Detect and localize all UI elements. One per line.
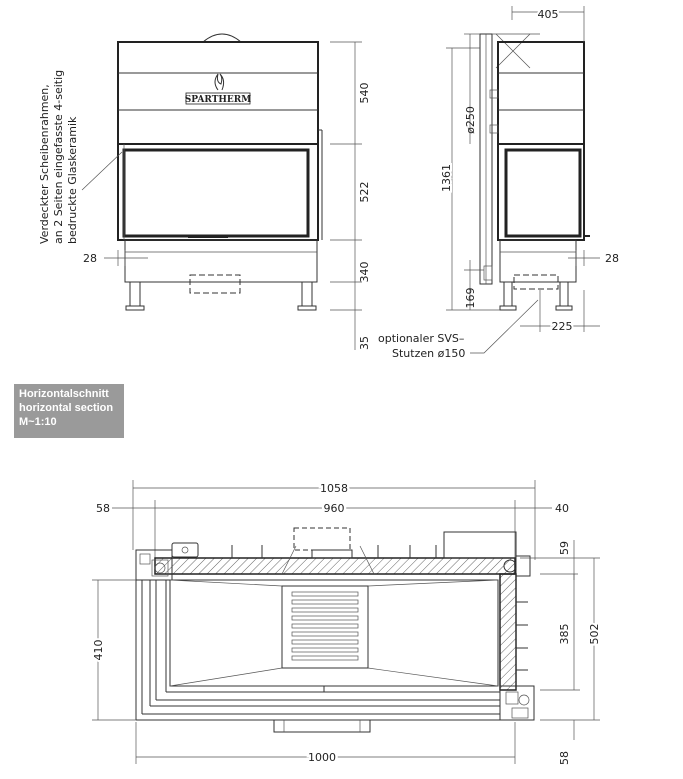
dim-540: 540: [358, 83, 371, 104]
convection-outlet-dashed: [189, 274, 241, 294]
dim-58-bottom: 58: [558, 751, 571, 765]
dim-28-front: 28: [83, 252, 97, 265]
side-firebox: [497, 143, 585, 241]
dim-35: 35: [358, 336, 371, 350]
firebox-frame: [117, 143, 319, 241]
dim-225: 225: [552, 320, 573, 333]
side-hood: [497, 41, 585, 145]
right-leg: [301, 281, 313, 307]
grate: [281, 585, 369, 669]
dim-40: 40: [555, 502, 569, 515]
section-label-de: Horizontalschnitt: [19, 388, 109, 400]
brand-plate: [185, 92, 251, 105]
dim-385: 385: [558, 624, 571, 645]
section-label-box: Horizontalschnitt horizontal section M~1…: [14, 384, 124, 438]
dim-28-side: 28: [605, 252, 619, 265]
dim-1361: 1361: [440, 164, 453, 192]
note-leader: [81, 151, 123, 191]
dim-502: 502: [588, 624, 601, 645]
brand-logo-text: SPARTHERM: [185, 95, 251, 105]
note-svs-line1: optionaler SVS–: [378, 332, 464, 345]
dim-522: 522: [358, 182, 371, 203]
wall-studs: [171, 531, 531, 577]
dim-59: 59: [558, 541, 571, 555]
dim-58-left: 58: [96, 502, 110, 515]
base-box: [124, 239, 318, 283]
left-foot: [125, 305, 145, 311]
left-corner-post: [135, 549, 173, 581]
front-view: SPARTHERM 540 522 340 35 28 V: [38, 33, 371, 350]
section-label-en: horizontal section: [19, 402, 114, 414]
note-frame-line2: an 2 Seiten eingefasste 4-seitig: [52, 70, 65, 244]
right-corner-post: [499, 685, 535, 721]
dim-1058: 1058: [320, 482, 348, 495]
rear-wall-hatched: [154, 557, 516, 575]
side-studs: [516, 601, 528, 671]
dim-405: 405: [538, 8, 559, 21]
note-svs-line2: Stutzen ø150: [392, 347, 465, 360]
dim-960: 960: [324, 502, 345, 515]
top-outlet-dashed: [293, 527, 351, 551]
side-view: 405 ø250 1361 169 28 225 optionaler SVS–…: [378, 6, 619, 360]
top-hump: [202, 33, 242, 43]
section-label-scale: M~1:10: [19, 416, 57, 428]
right-foot: [297, 305, 317, 311]
flame-logo-icon: [214, 73, 225, 91]
note-frame-line1: Verdeckter Scheibenrahmen,: [38, 84, 51, 244]
dim-250: ø250: [464, 106, 477, 134]
side-base: [499, 239, 577, 283]
grate-bars: [291, 591, 359, 661]
dim-340: 340: [358, 262, 371, 283]
plan-view: 1058 960 58 40: [90, 480, 603, 767]
dim-169: 169: [464, 288, 477, 309]
note-frame-line3: bedruckte Glaskeramik: [66, 116, 79, 244]
side-glass: [504, 148, 582, 238]
glass-panel: [122, 148, 310, 238]
dim-410: 410: [92, 640, 105, 661]
svs-leader: [470, 299, 539, 354]
dim-1000: 1000: [308, 751, 336, 764]
door-handle-plan: [273, 719, 371, 733]
side-wall-hatched: [499, 573, 517, 691]
left-leg: [129, 281, 141, 307]
